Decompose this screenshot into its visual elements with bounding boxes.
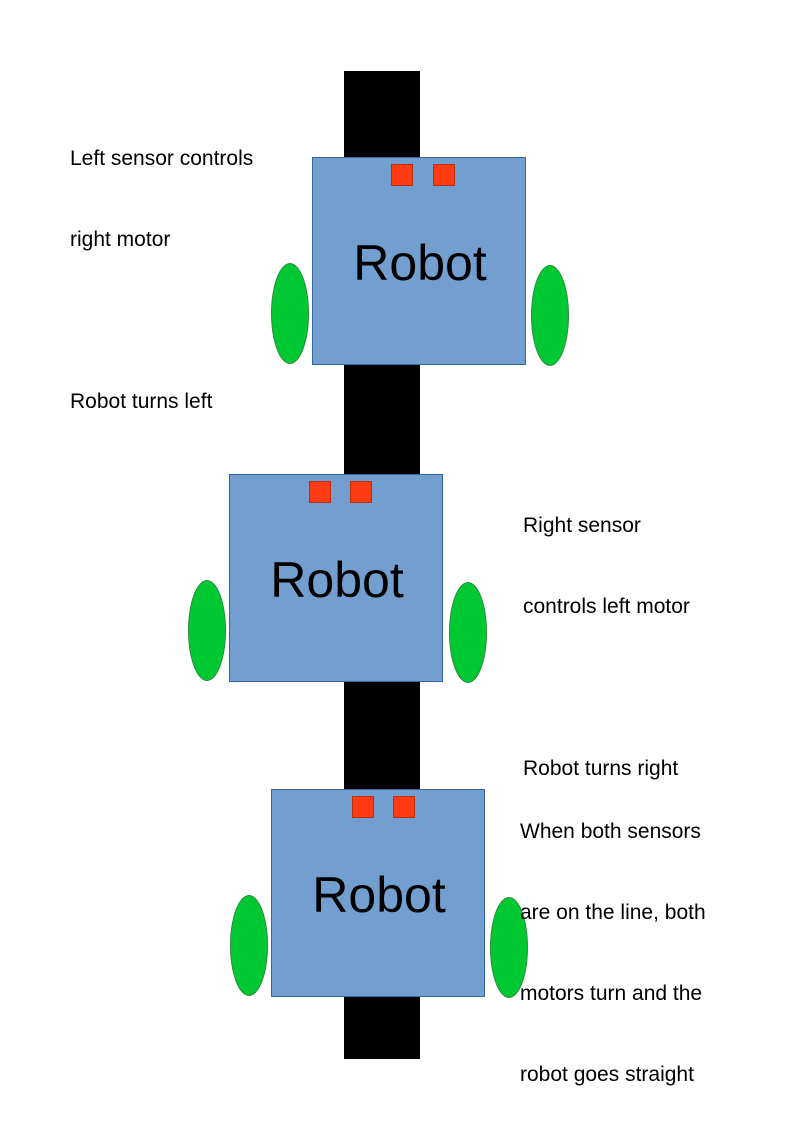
note-go-straight: When both sensors are on the line, both …	[520, 764, 706, 1115]
left-sensor	[309, 481, 331, 503]
note-line: Left sensor controls	[70, 147, 254, 170]
robot-body: Robot	[271, 789, 485, 997]
note-line: motors turn and the	[520, 982, 703, 1005]
left-wheel	[188, 580, 226, 681]
note-line: are on the line, both	[520, 901, 706, 924]
right-wheel	[531, 265, 569, 366]
right-sensor	[433, 164, 455, 186]
note-turn-right: Right sensor controls left motor Robot t…	[523, 458, 690, 809]
right-wheel	[449, 582, 487, 683]
left-wheel	[271, 263, 309, 364]
note-line: robot goes straight	[520, 1063, 694, 1086]
note-gap	[70, 307, 253, 334]
note-line: Robot turns right	[523, 757, 679, 780]
left-sensor	[391, 164, 413, 186]
note-line: Right sensor	[523, 514, 641, 537]
right-wheel	[490, 897, 528, 998]
note-line: controls left motor	[523, 595, 690, 618]
note-turn-left: Left sensor controls right motor Robot t…	[70, 91, 253, 442]
robot-label: Robot	[312, 867, 446, 923]
robot-body: Robot	[312, 157, 526, 365]
right-sensor	[350, 481, 372, 503]
robot-label: Robot	[270, 552, 404, 608]
robot-body: Robot	[229, 474, 443, 682]
note-gap	[523, 674, 690, 701]
note-line: Robot turns left	[70, 390, 213, 413]
robot-turning-right: Robot	[188, 474, 487, 684]
note-line: When both sensors	[520, 820, 701, 843]
left-sensor	[352, 796, 374, 818]
note-line: right motor	[70, 228, 171, 251]
right-sensor	[393, 796, 415, 818]
robot-label: Robot	[353, 235, 487, 291]
robot-going-straight: Robot	[230, 789, 528, 999]
left-wheel	[230, 895, 268, 996]
robot-turning-left: Robot	[271, 157, 569, 367]
